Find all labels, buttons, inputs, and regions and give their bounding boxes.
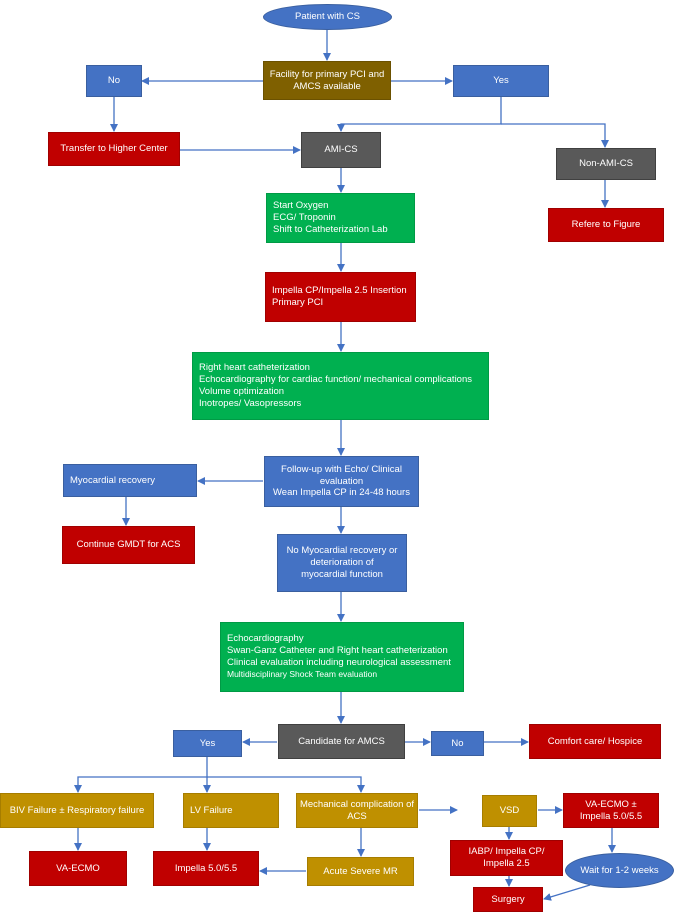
echo-block-shock-team: Multidisciplinary Shock Team evaluation: [227, 668, 378, 679]
va-ecmo-impella-node: VA-ECMO ± Impella 5.0/5.5: [563, 793, 659, 828]
lv-failure-label: LV Failure: [190, 804, 233, 816]
comfort-care-label: Comfort care/ Hospice: [547, 735, 643, 747]
echo-block-label: Echocardiography Swan-Ganz Catheter and …: [227, 633, 463, 681]
acute-mr-node: Acute Severe MR: [307, 857, 414, 886]
wait-node: Wait for 1-2 weeks: [565, 853, 674, 888]
no-recovery-label: No Myocardial recovery or deterioration …: [286, 545, 398, 580]
yes-top-label: Yes: [493, 75, 509, 87]
rhc-block-node: Right heart catheterization Echocardiogr…: [192, 352, 489, 420]
no-top-node: No: [86, 65, 142, 97]
lv-failure-node: LV Failure: [183, 793, 279, 828]
candidate-amcs-node: Candidate for AMCS: [278, 724, 405, 759]
yes-mid-node: Yes: [173, 730, 242, 757]
impella-55-label: Impella 5.0/5.5: [174, 862, 238, 874]
non-ami-cs-node: Non-AMI-CS: [556, 148, 656, 180]
followup-label: Follow-up with Echo/ Clinical evaluation…: [273, 463, 410, 499]
non-ami-cs-label: Non-AMI-CS: [579, 158, 633, 170]
followup-node: Follow-up with Echo/ Clinical evaluation…: [264, 456, 419, 507]
continue-gmdt-node: Continue GMDT for ACS: [62, 526, 195, 564]
arrow-yes-to-ami: [337, 97, 502, 132]
refer-figure-node: Refere to Figure: [548, 208, 664, 242]
transfer-node: Transfer to Higher Center: [48, 132, 180, 166]
vsd-label: VSD: [499, 805, 520, 817]
ami-cs-node: AMI-CS: [301, 132, 381, 168]
patient-with-cs-node: Patient with CS: [263, 4, 392, 30]
initial-steps-node: Start Oxygen ECG/ Troponin Shift to Cath…: [266, 193, 415, 243]
yes-mid-label: Yes: [199, 737, 216, 749]
patient-with-cs-label: Patient with CS: [295, 11, 360, 23]
arrow-yes-to-branches: [74, 757, 208, 793]
iabp-node: IABP/ Impella CP/ Impella 2.5: [450, 840, 563, 876]
comfort-care-node: Comfort care/ Hospice: [529, 724, 661, 759]
myocardial-recovery-label: Myocardial recovery: [70, 474, 155, 486]
surgery-node: Surgery: [473, 887, 543, 912]
impella-insertion-node: Impella CP/Impella 2.5 Insertion Primary…: [265, 272, 416, 322]
vsd-node: VSD: [482, 795, 537, 827]
initial-steps-label: Start Oxygen ECG/ Troponin Shift to Cath…: [273, 200, 388, 235]
no-top-label: No: [107, 75, 121, 87]
transfer-label: Transfer to Higher Center: [60, 143, 168, 155]
impella-55-node: Impella 5.0/5.5: [153, 851, 259, 886]
continue-gmdt-label: Continue GMDT for ACS: [76, 539, 181, 551]
va-ecmo-label: VA-ECMO: [56, 862, 100, 874]
mech-complication-node: Mechanical complication of ACS: [296, 793, 418, 828]
yes-top-node: Yes: [453, 65, 549, 97]
rhc-block-label: Right heart catheterization Echocardiogr…: [199, 362, 472, 409]
facility-check-node: Facility for primary PCI and AMCS availa…: [263, 61, 391, 100]
refer-figure-label: Refere to Figure: [571, 219, 641, 231]
arrow-wait-to-surgery: [543, 884, 591, 901]
facility-check-label: Facility for primary PCI and AMCS availa…: [269, 68, 385, 92]
echo-block-lines: Echocardiography Swan-Ganz Catheter and …: [227, 633, 451, 668]
impella-insertion-label: Impella CP/Impella 2.5 Insertion Primary…: [272, 285, 407, 308]
candidate-amcs-label: Candidate for AMCS: [298, 735, 385, 747]
no-mid-label: No: [451, 737, 464, 749]
arrow-yes-to-nonami: [501, 123, 609, 148]
biv-failure-label: BIV Failure ± Respiratory failure: [9, 804, 145, 816]
no-recovery-node: No Myocardial recovery or deterioration …: [277, 534, 407, 592]
arrow-yes-to-mech: [207, 776, 365, 793]
va-ecmo-node: VA-ECMO: [29, 851, 127, 886]
ami-cs-label: AMI-CS: [324, 144, 358, 156]
mech-complication-label: Mechanical complication of ACS: [299, 798, 415, 822]
echo-block-node: Echocardiography Swan-Ganz Catheter and …: [220, 622, 464, 692]
wait-label: Wait for 1-2 weeks: [580, 864, 659, 876]
myocardial-recovery-node: Myocardial recovery: [63, 464, 197, 497]
biv-failure-node: BIV Failure ± Respiratory failure: [0, 793, 154, 828]
va-ecmo-impella-label: VA-ECMO ± Impella 5.0/5.5: [579, 798, 643, 822]
surgery-label: Surgery: [491, 893, 525, 905]
no-mid-node: No: [431, 731, 484, 756]
acute-mr-label: Acute Severe MR: [323, 865, 398, 877]
iabp-label: IABP/ Impella CP/ Impella 2.5: [468, 846, 545, 869]
